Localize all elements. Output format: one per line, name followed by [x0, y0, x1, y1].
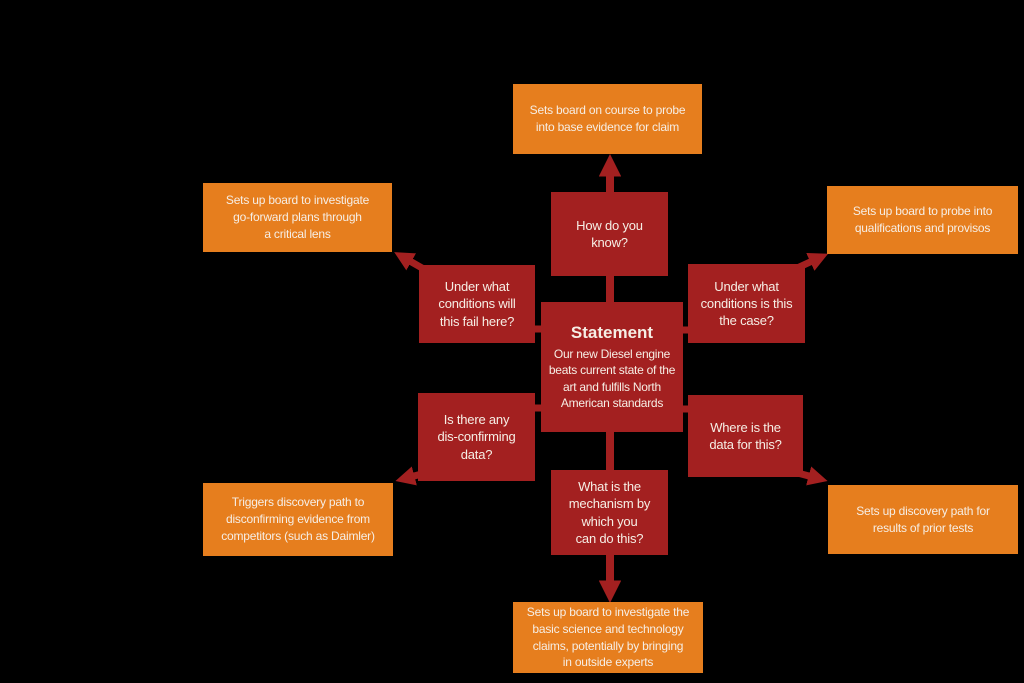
outcome-box-top: Sets board on course to probe into base … [513, 84, 702, 154]
question-box-where-data: Where is the data for this? [688, 395, 803, 477]
question-box-conditions-fail: Under what conditions will this fail her… [419, 265, 535, 343]
outcome-box-upper-left: Sets up board to investigate go-forward … [203, 183, 392, 252]
question-box-mechanism: What is the mechanism by which you can d… [551, 470, 668, 555]
statement-box: Statement Our new Diesel engine beats cu… [541, 302, 683, 432]
question-box-conditions-case: Under what conditions is this the case? [688, 264, 805, 343]
outcome-box-bottom: Sets up board to investigate the basic s… [513, 602, 703, 673]
statement-title: Statement [570, 323, 654, 343]
statement-body: Our new Diesel engine beats current stat… [548, 346, 676, 411]
outcome-box-upper-right: Sets up board to probe into qualificatio… [827, 186, 1018, 254]
outcome-box-lower-right: Sets up discovery path for results of pr… [828, 485, 1018, 554]
question-box-disconfirming-data: Is there any dis-confirming data? [418, 393, 535, 481]
question-box-how-do-you-know: How do you know? [551, 192, 668, 276]
outcome-box-lower-left: Triggers discovery path to disconfirming… [203, 483, 393, 556]
